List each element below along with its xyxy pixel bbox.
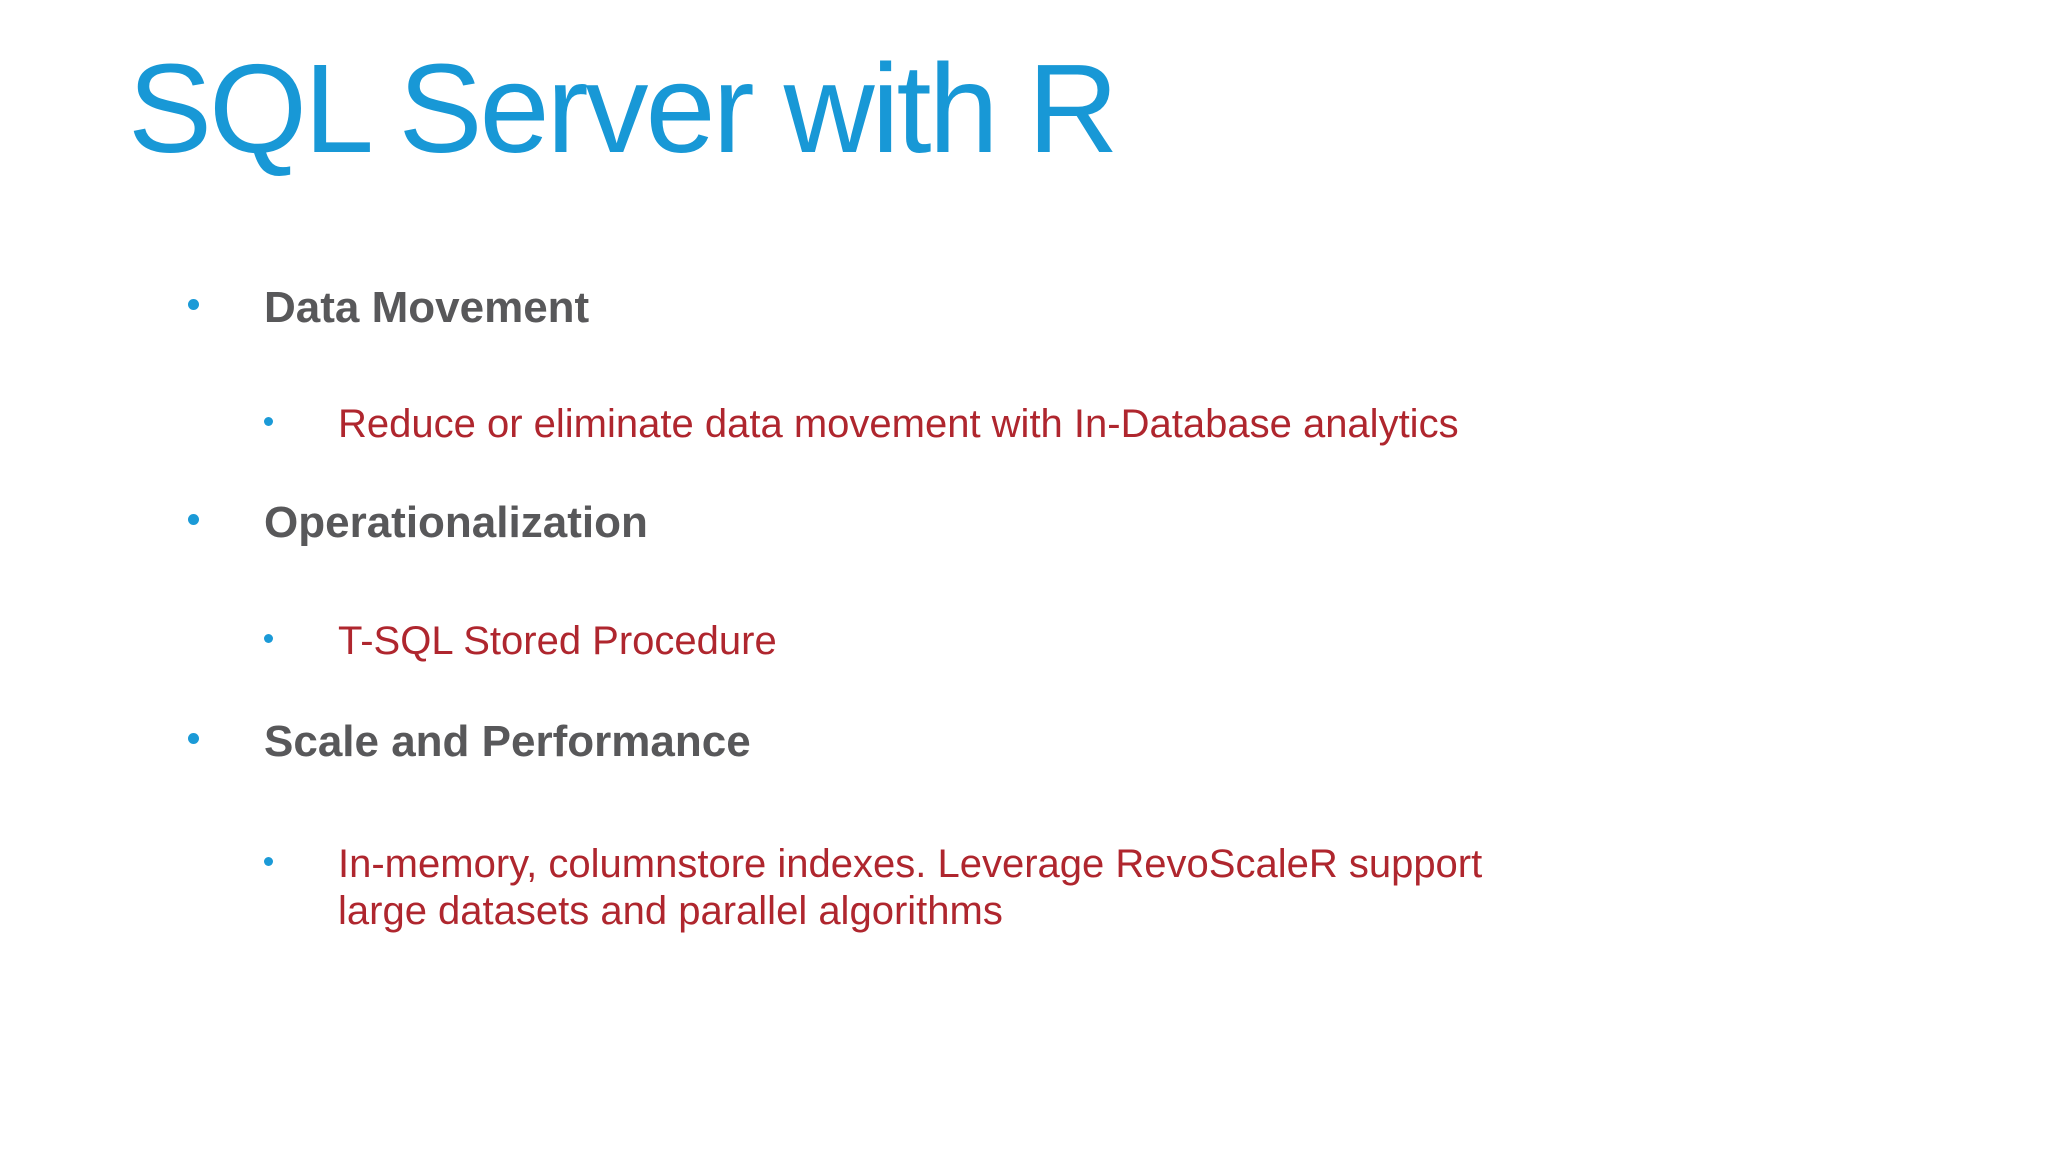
sub-bullet-icon <box>264 634 273 643</box>
sub-bullet-text: T-SQL Stored Procedure <box>338 619 777 663</box>
bullet-heading: Data Movement <box>264 283 590 332</box>
bullet-icon <box>188 299 199 310</box>
sub-bullet-text: In-memory, columnstore indexes. Leverage… <box>338 841 1588 935</box>
slide-title: SQL Server with R <box>128 38 1119 179</box>
bullet-icon <box>188 733 199 744</box>
sub-bullet-icon <box>264 417 273 426</box>
bullet-item-scale-performance: Scale and Performance <box>0 716 2048 768</box>
sub-bullet-item-data-movement: Reduce or eliminate data movement with I… <box>0 401 2048 448</box>
bullet-item-operationalization: Operationalization <box>0 497 2048 549</box>
sub-bullet-item-operationalization: T-SQL Stored Procedure <box>0 618 2048 665</box>
sub-bullet-icon <box>264 857 273 866</box>
sub-bullet-item-scale-performance: In-memory, columnstore indexes. Leverage… <box>0 841 2048 935</box>
sub-bullet-text-line-2: large datasets and parallel algorithms <box>338 889 1003 933</box>
bullet-item-data-movement: Data Movement <box>0 282 2048 334</box>
bullet-heading: Operationalization <box>264 498 648 547</box>
bullet-heading: Scale and Performance <box>264 717 751 766</box>
sub-bullet-text-line-1: In-memory, columnstore indexes. Leverage… <box>338 842 1483 886</box>
bullet-icon <box>188 514 199 525</box>
sub-bullet-text: Reduce or eliminate data movement with I… <box>338 402 1459 446</box>
